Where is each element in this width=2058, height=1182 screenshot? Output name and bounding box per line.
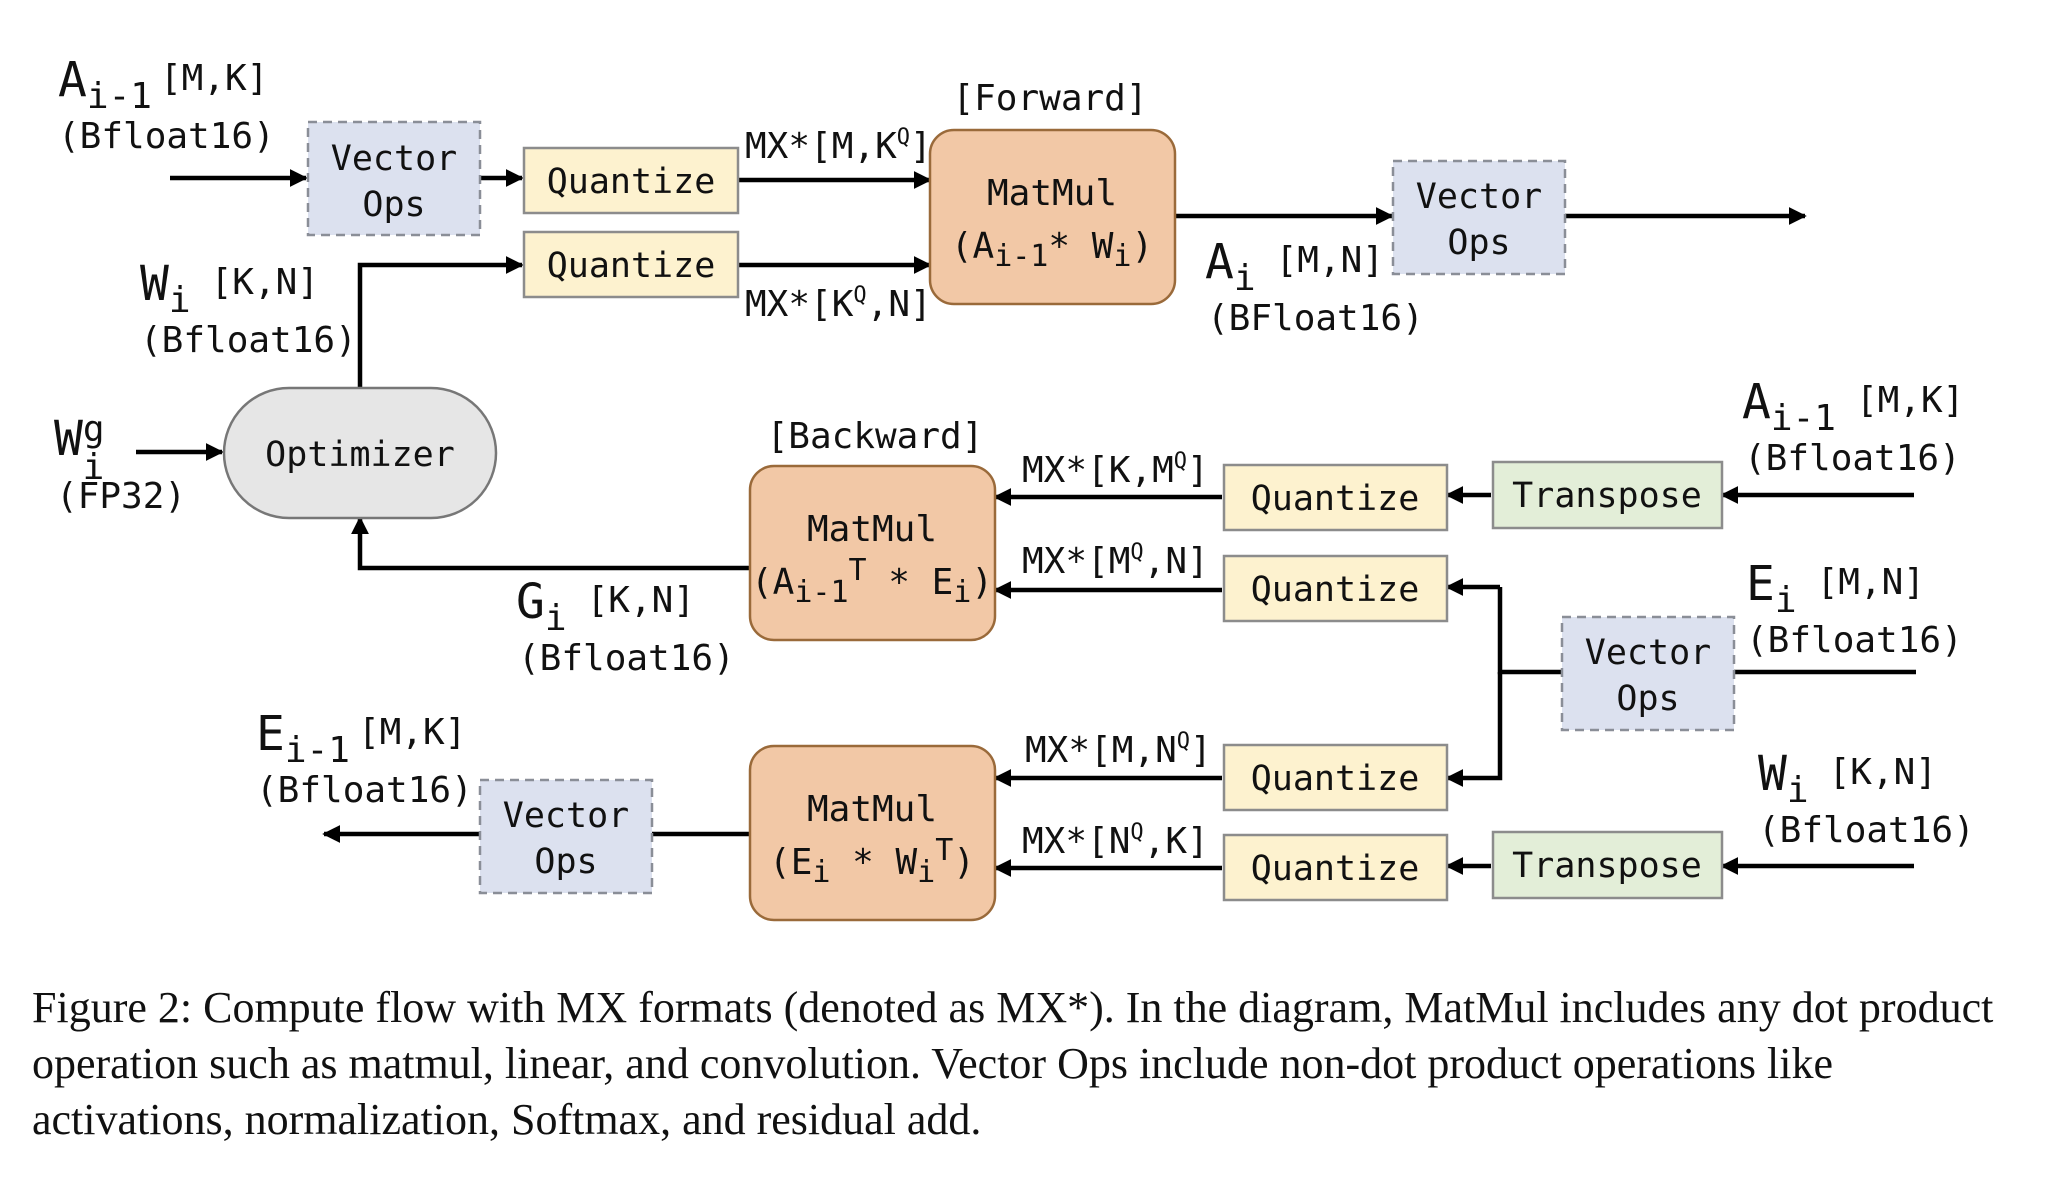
quantize-box-backward-e: Quantize (1222, 554, 1449, 623)
box-label: Transpose (1512, 846, 1702, 886)
vector-ops-box-forward-out: Vector Ops (1391, 159, 1567, 276)
box-label: Optimizer (265, 435, 455, 475)
box-label: Quantize (547, 246, 716, 286)
matmul-box-forward: MatMul (Ai-1* Wi) (928, 128, 1177, 306)
box-label: Transpose (1512, 476, 1702, 516)
transpose-box-a: Transpose (1491, 460, 1724, 530)
box-label: Quantize (1251, 759, 1420, 799)
tensor-label-w: Wi[K,N] (140, 256, 319, 321)
matmul-expression: (Ei * WiT) (769, 833, 975, 890)
mx-label-forward-a: MX*[M,KQ] (745, 125, 932, 167)
tensor-type-a-prev: (Bfloat16) (58, 116, 275, 157)
tensor-label-a-out: Ai[M,N] (1205, 234, 1384, 299)
matmul-box-backward: MatMul (Ai-1T * Ei) (748, 464, 997, 642)
box-label: Ops (1616, 679, 1679, 719)
tensor-label-g: Gi[K,N] (516, 574, 695, 639)
tensor-type-w-backward: (Bfloat16) (1758, 810, 1975, 851)
vector-ops-box-forward-in: Vector Ops (306, 120, 482, 237)
mx-label-error-e: MX*[M,NQ] (1025, 729, 1212, 771)
tensor-label-e-prev: Ei-1[M,K] (256, 706, 466, 771)
tensor-type-wg: (FP32) (56, 476, 186, 517)
mx-label-error-w: MX*[NQ,K] (1022, 820, 1209, 862)
box-label: Quantize (1251, 570, 1420, 610)
forward-section-label: [Forward] (952, 78, 1147, 119)
quantize-box-backward-a: Quantize (1222, 463, 1449, 532)
arrow-backward-matmul-to-optimizer (351, 516, 750, 571)
tensor-label-a-prev: Ai-1[M,K] (58, 52, 268, 117)
box-label: Quantize (547, 162, 716, 202)
transpose-box-w: Transpose (1491, 830, 1724, 900)
box-label: Ops (1447, 223, 1510, 263)
connectors (136, 169, 1916, 877)
mx-label-forward-w: MX*[KQ,N] (745, 283, 932, 325)
tensor-type-e-prev: (Bfloat16) (256, 770, 473, 811)
tensor-type-e: (Bfloat16) (1746, 620, 1963, 661)
box-label: MatMul (807, 509, 937, 550)
backward-section-label: [Backward] (767, 416, 984, 457)
vector-ops-box-error-out: Vector Ops (478, 778, 654, 895)
box-label: Ops (362, 185, 425, 225)
box-label: MatMul (807, 789, 937, 830)
tensor-label-e: Ei[M,N] (1746, 556, 1925, 621)
arrow-optimizer-to-quantize (357, 256, 524, 388)
box-label: Vector (1416, 177, 1542, 217)
tensor-type-g: (Bfloat16) (518, 638, 735, 679)
figure-caption: Figure 2: Compute flow with MX formats (… (32, 983, 1994, 1144)
optimizer-box: Optimizer (222, 386, 498, 520)
box-label: MatMul (987, 173, 1117, 214)
box-label: Vector (331, 139, 457, 179)
box-label: Vector (1585, 633, 1711, 673)
matmul-box-error: MatMul (Ei * WiT) (748, 744, 997, 922)
vector-ops-box-backward-e: Vector Ops (1560, 615, 1736, 732)
box-label: Ops (534, 842, 597, 882)
matmul-expression: (Ai-1T * Ei) (751, 553, 993, 610)
tensor-label-a-prev-backward: Ai-1[M,K] (1742, 374, 1964, 439)
tensor-type-a-prev-backward: (Bfloat16) (1744, 438, 1961, 479)
arrow-e-to-quantize-bottom (1445, 672, 1503, 787)
box-label: Quantize (1251, 849, 1420, 889)
matmul-expression: (Ai-1* Wi) (951, 226, 1153, 274)
quantize-box-error-e: Quantize (1222, 743, 1449, 812)
mx-label-backward-e: MX*[MQ,N] (1022, 540, 1209, 582)
quantize-box-forward-w: Quantize (522, 230, 740, 299)
quantize-box-error-w: Quantize (1222, 833, 1449, 902)
box-label: Vector (503, 796, 629, 836)
tensor-label-w-backward: Wi[K,N] (1758, 746, 1937, 811)
box-label: Quantize (1251, 479, 1420, 519)
mx-label-backward-a: MX*[K,MQ] (1022, 449, 1209, 491)
compute-flow-diagram: Vector Ops Quantize Quantize MatMul (Ai-… (54, 52, 1975, 922)
quantize-box-forward-a: Quantize (522, 146, 740, 215)
tensor-type-w: (Bfloat16) (140, 320, 357, 361)
tensor-type-a-out: (BFloat16) (1207, 298, 1424, 339)
